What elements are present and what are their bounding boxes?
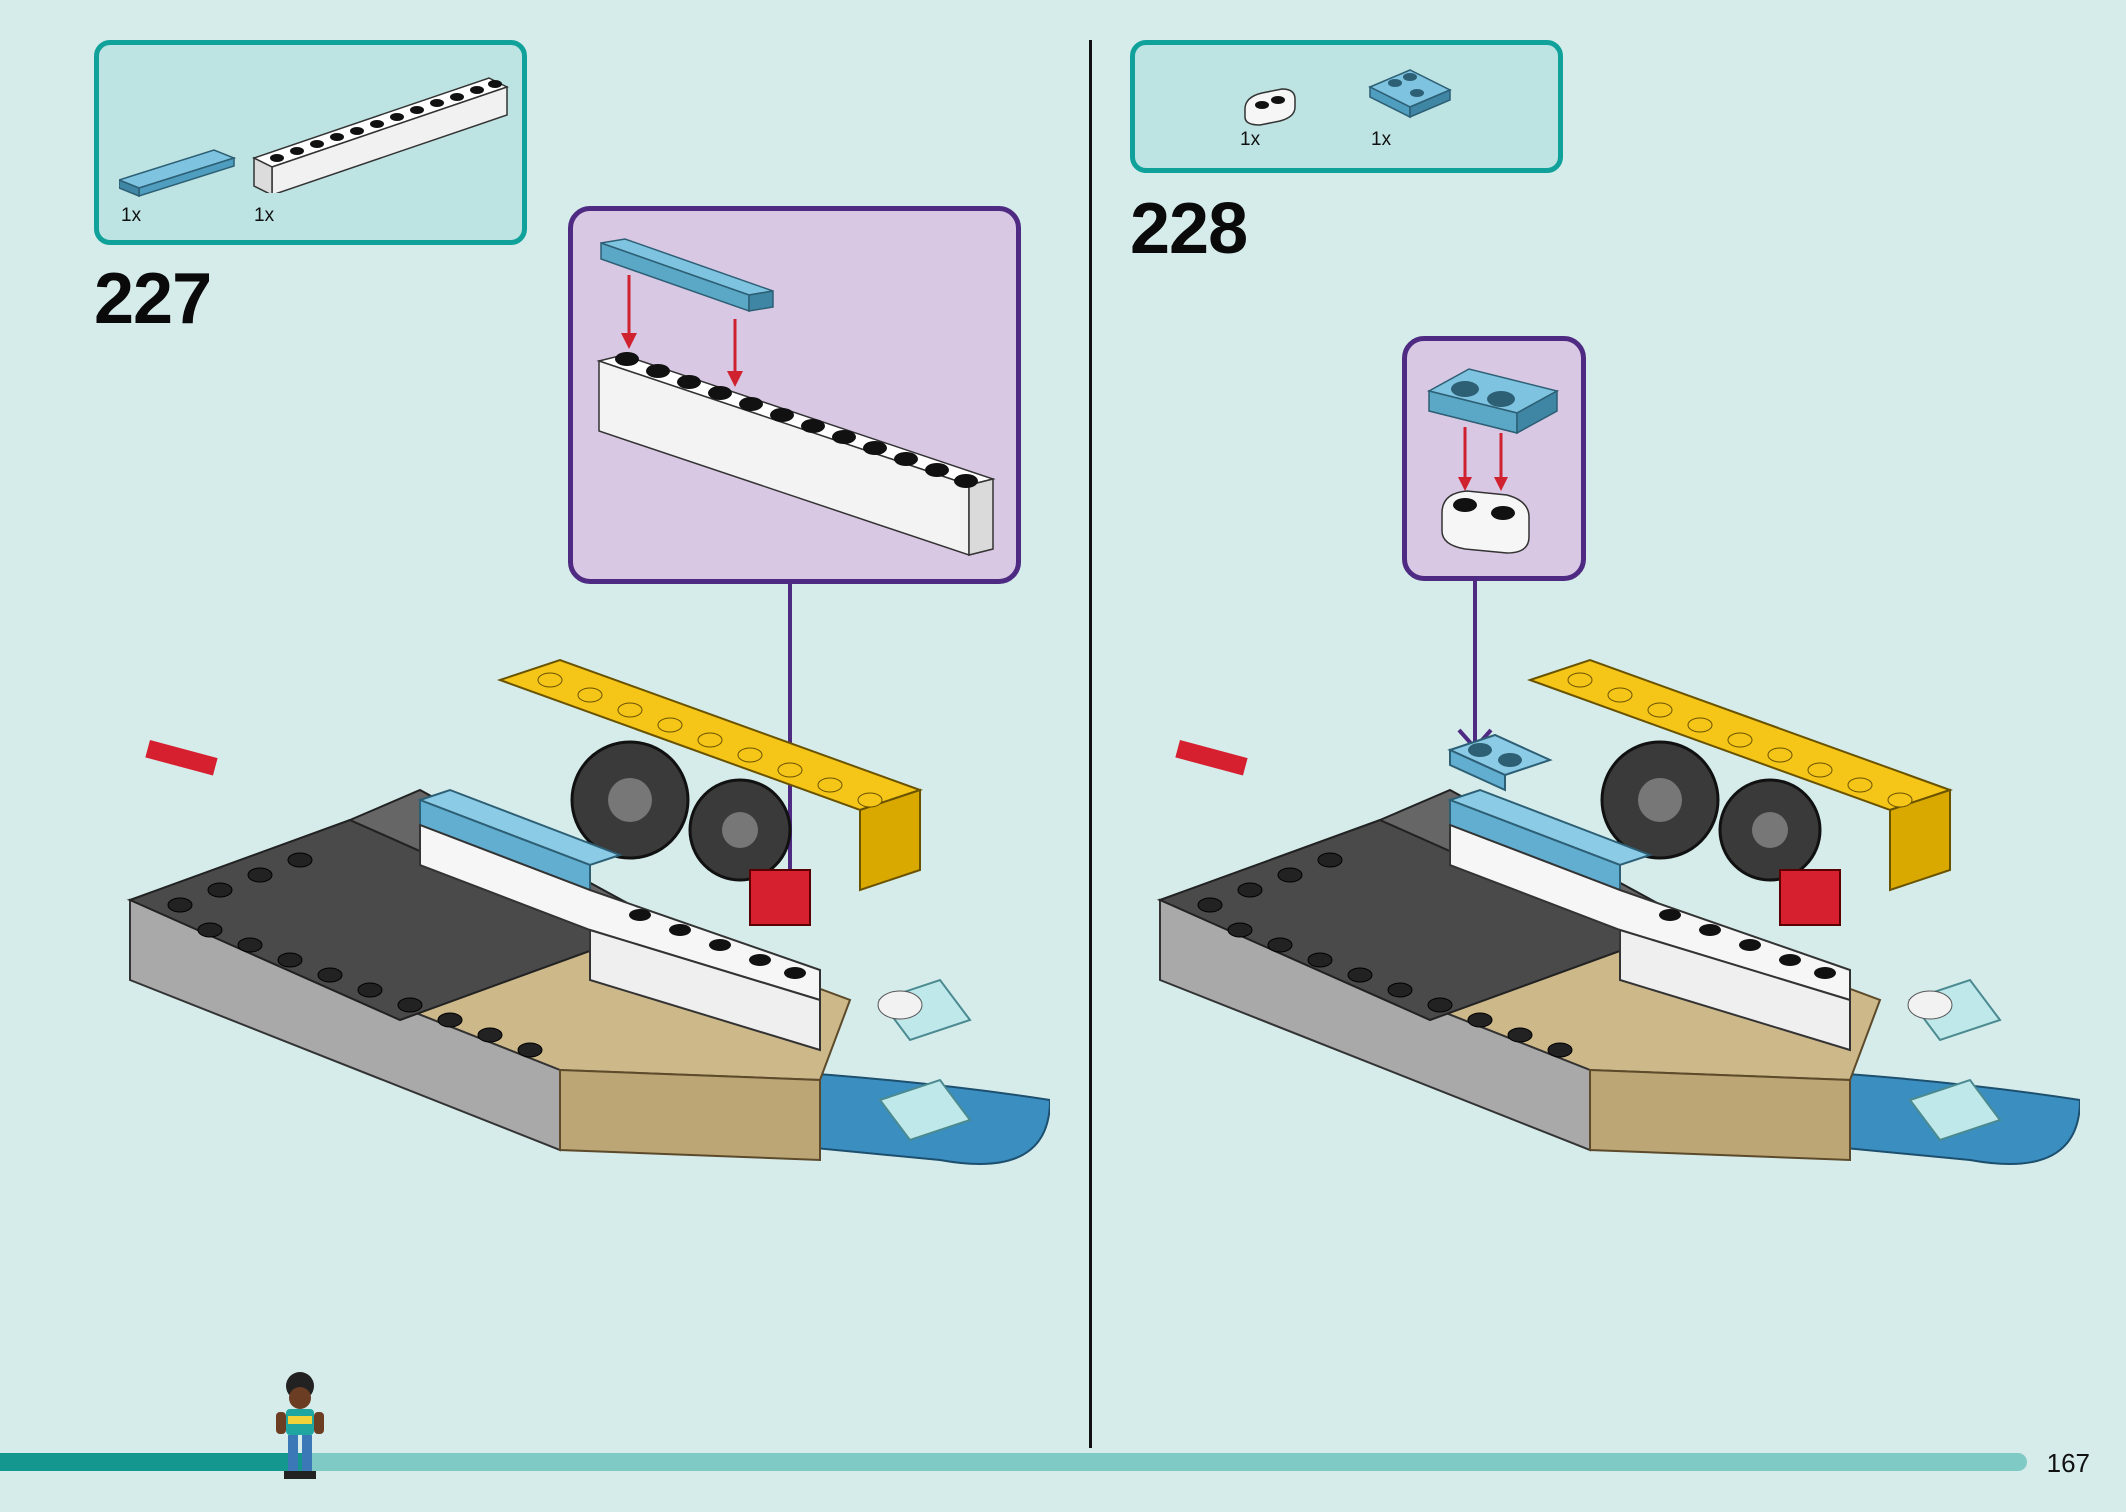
model-illustration-228 xyxy=(1156,658,2080,1165)
sub-assembly-callout-227 xyxy=(568,206,1021,584)
callout-illustration xyxy=(596,238,996,557)
progress-track xyxy=(0,1453,2027,1471)
part-qty: 1x xyxy=(1240,129,1261,150)
parts-box-step-228: 1x 1x xyxy=(1130,40,1563,173)
sub-assembly-callout-228 xyxy=(1402,336,1586,581)
part-qty: 1x xyxy=(121,205,142,226)
brick-1x12-white-icon xyxy=(252,77,509,193)
page-number: 167 xyxy=(2046,1448,2090,1478)
page-divider xyxy=(1089,40,1092,1448)
callout-illustration xyxy=(1426,368,1560,554)
part-qty: 1x xyxy=(254,205,275,226)
parts-box-step-227: 1x 1x xyxy=(94,40,527,245)
part-qty: 1x xyxy=(1371,129,1392,150)
progress-fill xyxy=(0,1453,304,1471)
step-number: 228 xyxy=(1130,189,1248,269)
plate-1x2-rounded-white-icon xyxy=(1244,88,1296,126)
tile-1x4-light-blue-icon xyxy=(119,149,237,198)
step-number: 227 xyxy=(94,259,212,339)
model-illustration-227 xyxy=(126,658,1050,1165)
minifigure-icon xyxy=(276,1372,324,1479)
plate-2x2-light-blue-icon xyxy=(1368,69,1452,119)
